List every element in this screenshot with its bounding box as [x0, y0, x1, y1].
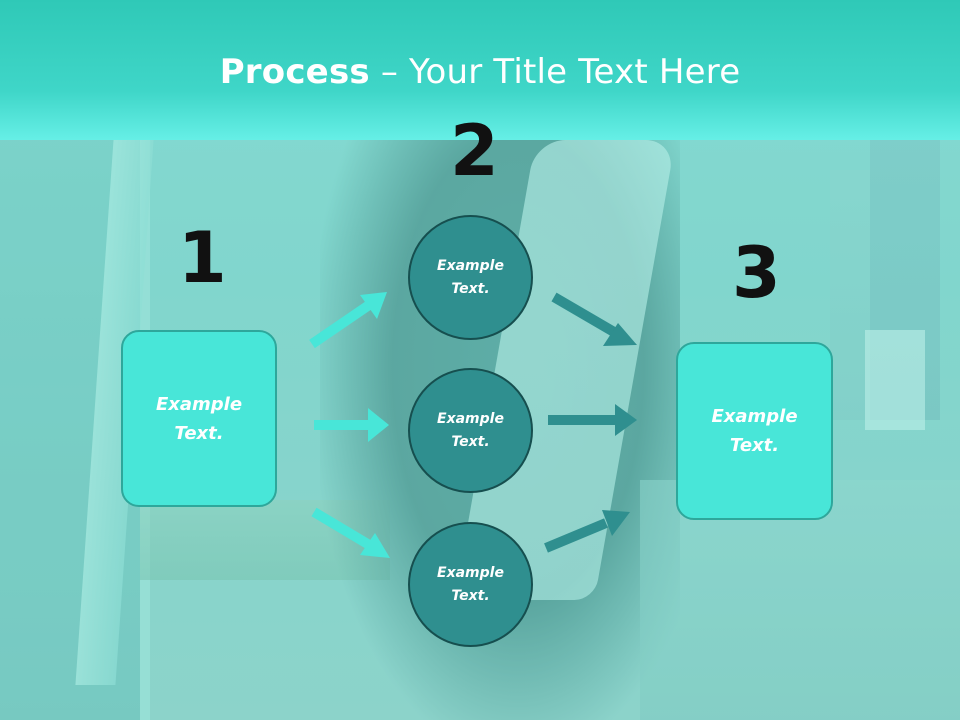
- process-box-right-text: Example Text.: [711, 406, 798, 456]
- background-skyscraper-2: [830, 170, 870, 420]
- process-circle-bottom: Example Text.: [408, 522, 533, 647]
- slide-title-bold: Process: [219, 52, 370, 92]
- arrow-left-mid: [314, 408, 389, 442]
- title-bar: [0, 0, 960, 140]
- arrow-right-mid: [548, 404, 637, 436]
- background-road: [640, 480, 960, 720]
- process-circle-top: Example Text.: [408, 215, 533, 340]
- arrow-left-up: [309, 292, 387, 349]
- process-circle-top-text: Example Text.: [437, 257, 504, 297]
- step-number-3: 3: [732, 232, 781, 314]
- slide-title-rest: – Your Title Text Here: [369, 52, 741, 92]
- arrow-right-up: [544, 510, 630, 553]
- process-box-right: Example Text.: [676, 342, 833, 520]
- step-number-1: 1: [178, 217, 227, 299]
- process-circle-middle: Example Text.: [408, 368, 533, 493]
- arrow-left-down: [311, 507, 390, 558]
- arrow-right-down: [551, 292, 637, 346]
- process-circle-middle-text: Example Text.: [437, 410, 504, 450]
- process-circle-bottom-text: Example Text.: [437, 564, 504, 604]
- background-building: [865, 330, 925, 430]
- slide-title: Process – Your Title Text Here: [0, 52, 960, 92]
- process-box-left-text: Example Text.: [155, 393, 243, 444]
- process-box-left: Example Text.: [121, 330, 277, 507]
- step-number-2: 2: [450, 110, 499, 192]
